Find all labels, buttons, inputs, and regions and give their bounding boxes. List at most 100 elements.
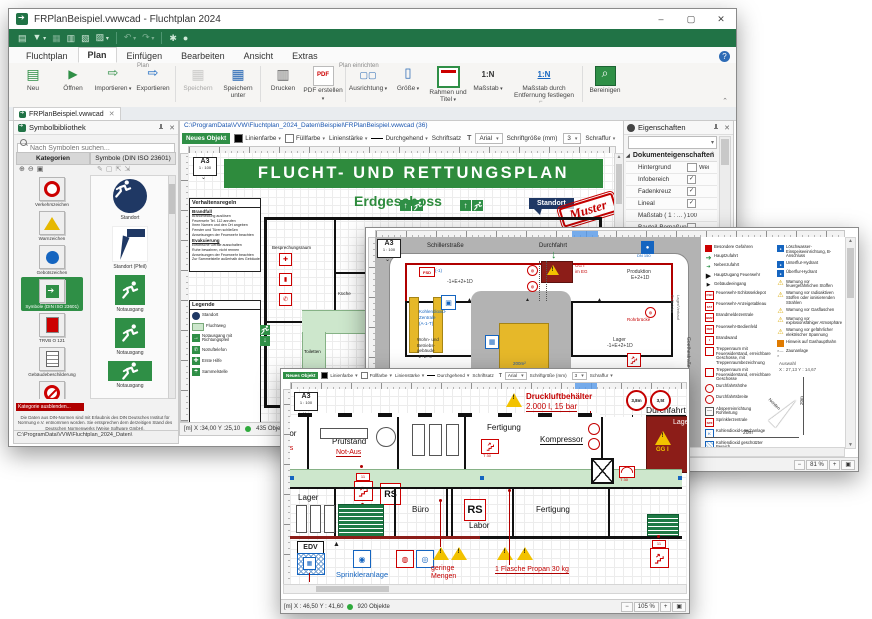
ribbon-button[interactable]: Rahmen und Titel xyxy=(428,65,468,104)
new-object-button[interactable]: Neues Objekt xyxy=(283,372,319,379)
scroll-up-icon[interactable]: ⌃ xyxy=(709,152,715,158)
category-tile[interactable]: TRVB O 121 xyxy=(21,311,83,345)
property-row[interactable]: Hintergrund Wei xyxy=(626,162,717,174)
ribbon-button[interactable]: Speichern unter xyxy=(218,65,258,100)
add-category-icon[interactable]: ⊕ xyxy=(19,166,25,173)
q-sep[interactable] xyxy=(115,32,117,44)
minimize-button[interactable]: – xyxy=(658,13,664,24)
q-open[interactable] xyxy=(33,29,47,47)
category-tile[interactable]: Verbotszeichen xyxy=(21,379,83,399)
symbol-tile[interactable]: Notausgang xyxy=(115,272,145,315)
object-selector-combo[interactable] xyxy=(628,136,717,149)
property-value[interactable]: 100 xyxy=(687,212,698,219)
ribbon-button[interactable]: PDF erstellen xyxy=(303,65,343,103)
property-row[interactable]: Infobereich xyxy=(626,174,717,186)
hatch-dropdown[interactable]: Schraffur xyxy=(585,135,615,142)
category-tile[interactable]: Symbole (DIN ISO 23601) xyxy=(21,277,83,312)
save-category-icon[interactable]: ▣ xyxy=(36,166,44,173)
checkbox[interactable] xyxy=(687,187,696,196)
export-symbol-icon[interactable]: ⇱ xyxy=(115,166,122,173)
hide-category-link[interactable]: Kategorie ausblenden... xyxy=(16,403,84,411)
remove-category-icon[interactable]: ⊖ xyxy=(27,166,34,173)
checkbox[interactable] xyxy=(687,199,696,208)
ribbon-button[interactable]: Speichern xyxy=(178,65,218,92)
collapse-ribbon-icon[interactable]: ⌃ xyxy=(722,98,728,105)
property-value[interactable] xyxy=(687,175,717,184)
document-tab-close-icon[interactable]: ✕ xyxy=(108,111,115,118)
font-size-combo[interactable]: 3 xyxy=(563,133,582,144)
q-opt[interactable] xyxy=(169,30,177,46)
q-redo[interactable] xyxy=(142,29,154,47)
line-width-dropdown[interactable]: Linienstärke xyxy=(329,135,367,142)
q-export[interactable] xyxy=(96,29,109,47)
menu-tab[interactable]: Einfügen xyxy=(126,51,163,61)
category-tile[interactable]: Warnzeichen xyxy=(21,209,83,243)
menu-tab[interactable]: Ansicht xyxy=(243,51,274,61)
q-pdf[interactable] xyxy=(81,30,90,46)
search-input[interactable] xyxy=(17,142,175,155)
zoom-fit-button[interactable]: ▣ xyxy=(672,601,686,612)
font-name-combo[interactable]: Arial xyxy=(504,371,527,380)
ribbon-button[interactable] xyxy=(260,66,261,102)
font-size-combo[interactable]: 3 xyxy=(571,371,587,380)
pin-icon[interactable] xyxy=(712,124,719,131)
zoom-in-button[interactable]: + xyxy=(828,459,841,470)
ribbon-button[interactable]: Importieren xyxy=(93,65,133,93)
category-tile[interactable]: Gebotszeichen xyxy=(21,243,83,277)
ribbon-button[interactable]: Maßstab xyxy=(468,65,508,93)
property-row[interactable]: Fadenkreuz xyxy=(626,186,717,198)
symbol-tile[interactable]: Notausgang xyxy=(115,315,145,358)
zoom-level[interactable]: 81 % xyxy=(806,459,828,470)
zoom-fit-button[interactable]: ▣ xyxy=(841,459,855,470)
ribbon-button[interactable]: Bereinigen xyxy=(585,65,625,94)
property-row[interactable]: Maßstab ( 1 : ... ) 100 xyxy=(626,210,717,222)
properties-section-header[interactable]: Dokumenteigenschaften xyxy=(626,150,717,162)
ribbon-button[interactable]: Öffnen xyxy=(53,65,93,92)
line-style-dropdown[interactable]: Durchgehend xyxy=(427,373,469,379)
q-print[interactable] xyxy=(67,30,76,46)
close-button[interactable]: ✕ xyxy=(717,13,725,24)
zoom-out-button[interactable]: − xyxy=(793,459,806,470)
help-icon[interactable]: ? xyxy=(719,51,730,62)
copy-symbol-icon[interactable]: ▢ xyxy=(105,166,113,173)
ribbon-button[interactable]: Neu xyxy=(13,65,53,92)
property-value[interactable]: Wei xyxy=(687,163,717,172)
symbol-tile[interactable]: Notausgang xyxy=(108,358,152,391)
menu-tab[interactable]: Extras xyxy=(292,51,318,61)
q-save[interactable] xyxy=(52,30,61,46)
pin-icon[interactable] xyxy=(157,124,164,131)
menu-tab[interactable]: Fluchtplan xyxy=(26,51,68,61)
new-object-button[interactable]: Neues Objekt xyxy=(182,133,231,144)
edit-symbol-icon[interactable]: ✎ xyxy=(97,166,103,173)
fill-color-dropdown[interactable]: Füllfarbe xyxy=(360,372,392,379)
ribbon-button[interactable] xyxy=(175,66,176,102)
ribbon-button[interactable] xyxy=(345,66,346,102)
document-tab[interactable]: FRPlanBeispiel.vwwcad ✕ xyxy=(13,107,121,120)
maximize-button[interactable]: ▢ xyxy=(686,13,696,24)
property-value[interactable] xyxy=(687,187,717,196)
ribbon-button[interactable]: Größe xyxy=(388,65,428,93)
ribbon-button[interactable] xyxy=(582,66,583,102)
zoom-level[interactable]: 105 % xyxy=(633,601,659,612)
line-color-dropdown[interactable]: Linienfarbe xyxy=(234,134,281,143)
line-color-dropdown[interactable]: Linienfarbe xyxy=(321,372,357,379)
line-width-dropdown[interactable]: Linienstärke xyxy=(395,373,424,379)
vertical-scrollbar[interactable]: ▲▼ xyxy=(845,237,856,449)
zoom-out-button[interactable]: − xyxy=(621,601,633,612)
dialog-launcher-icon[interactable]: ⌐ xyxy=(539,99,543,105)
ribbon-button[interactable]: Ausrichtung xyxy=(348,65,388,93)
library-close-icon[interactable]: ✕ xyxy=(169,124,175,132)
category-tile[interactable]: Gebäudebeschilderung xyxy=(21,345,83,379)
category-tile[interactable]: Verkehrszeichen xyxy=(21,175,83,209)
q-undo[interactable] xyxy=(124,29,136,47)
symbol-tile[interactable]: Standort (Pfeil) xyxy=(112,223,148,272)
ribbon-button[interactable]: Drucken xyxy=(263,65,303,92)
property-value[interactable] xyxy=(687,199,717,208)
q-help[interactable] xyxy=(183,30,188,46)
font-name-combo[interactable]: Arial xyxy=(475,133,503,144)
import-symbol-icon[interactable]: ⇲ xyxy=(124,166,131,173)
hatch-dropdown[interactable]: Schraffur xyxy=(590,373,613,379)
ribbon-button[interactable]: Maßstab durch Entfernung festlegen xyxy=(508,65,580,100)
property-row[interactable]: Lineal xyxy=(626,198,717,210)
horizontal-scrollbar[interactable] xyxy=(283,584,687,594)
